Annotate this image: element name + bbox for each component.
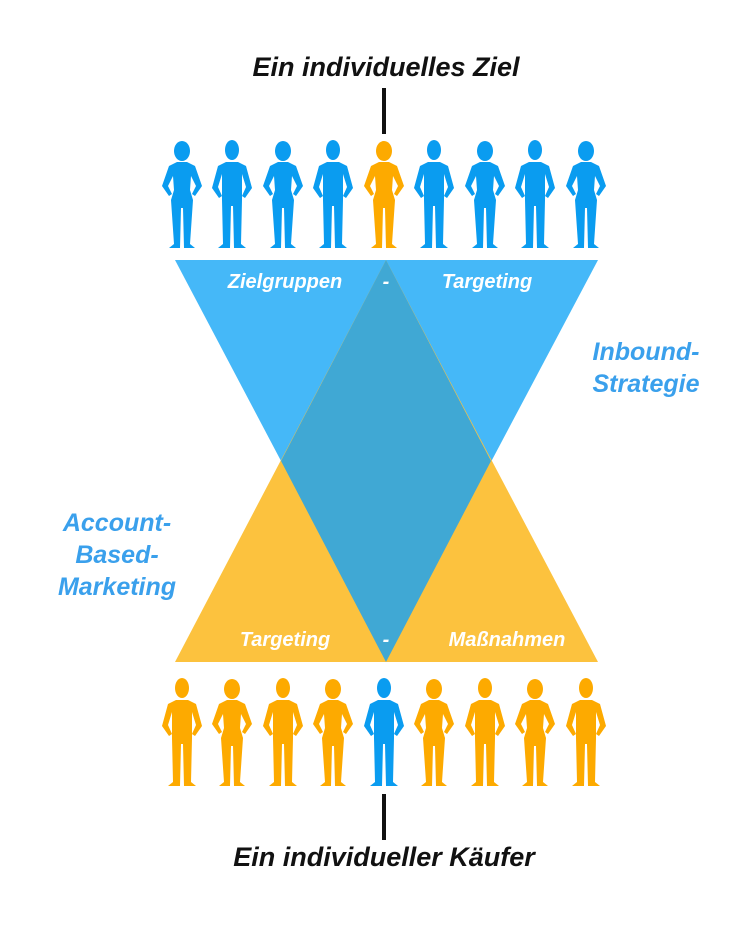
woman-figure-icon (465, 141, 505, 248)
man-figure-icon (566, 678, 606, 786)
woman-figure-icon (566, 141, 606, 248)
bottom-triangle-separator: - (382, 629, 390, 651)
woman-figure-icon (515, 679, 555, 786)
man-figure-icon (313, 140, 353, 248)
top-title: Ein individuelles Ziel (252, 52, 520, 82)
woman-figure-icon (212, 679, 252, 786)
overlap-diamond (281, 260, 491, 662)
bottom-connector-line (382, 794, 386, 840)
inbound-strategy-label: Inbound- Strategie (593, 336, 700, 400)
bottom-triangle-right-label: Maßnahmen (448, 629, 566, 651)
inbound-line-2: Strategie (592, 370, 700, 398)
bottom-triangle-left-label: Targeting (239, 629, 331, 651)
man-figure-icon (263, 678, 303, 786)
bottom-title: Ein individueller Käufer (233, 842, 535, 872)
man-figure-icon (162, 678, 202, 786)
woman-figure-icon (313, 679, 353, 786)
top-people-row (162, 140, 606, 248)
man-figure-icon (465, 678, 505, 786)
abm-line-1: Account- (62, 509, 172, 537)
man-figure-icon (515, 140, 555, 248)
abm-line-3: Marketing (57, 573, 177, 601)
abm-label: Account- Based- Marketing (58, 507, 176, 603)
man-figure-icon (212, 140, 252, 248)
woman-figure-icon (414, 679, 454, 786)
woman-figure-icon (364, 141, 404, 248)
man-figure-icon (414, 140, 454, 248)
abm-line-2: Based- (75, 541, 159, 569)
top-triangle-left-label: Zielgruppen (227, 271, 343, 293)
bottom-people-row (162, 678, 606, 786)
woman-figure-icon (263, 141, 303, 248)
woman-figure-icon (162, 141, 202, 248)
top-triangle-right-label: Targeting (441, 271, 533, 293)
inbound-line-1: Inbound- (592, 338, 700, 366)
top-triangle-separator: - (382, 271, 390, 293)
man-figure-icon (364, 678, 404, 786)
top-connector-line (382, 88, 386, 134)
